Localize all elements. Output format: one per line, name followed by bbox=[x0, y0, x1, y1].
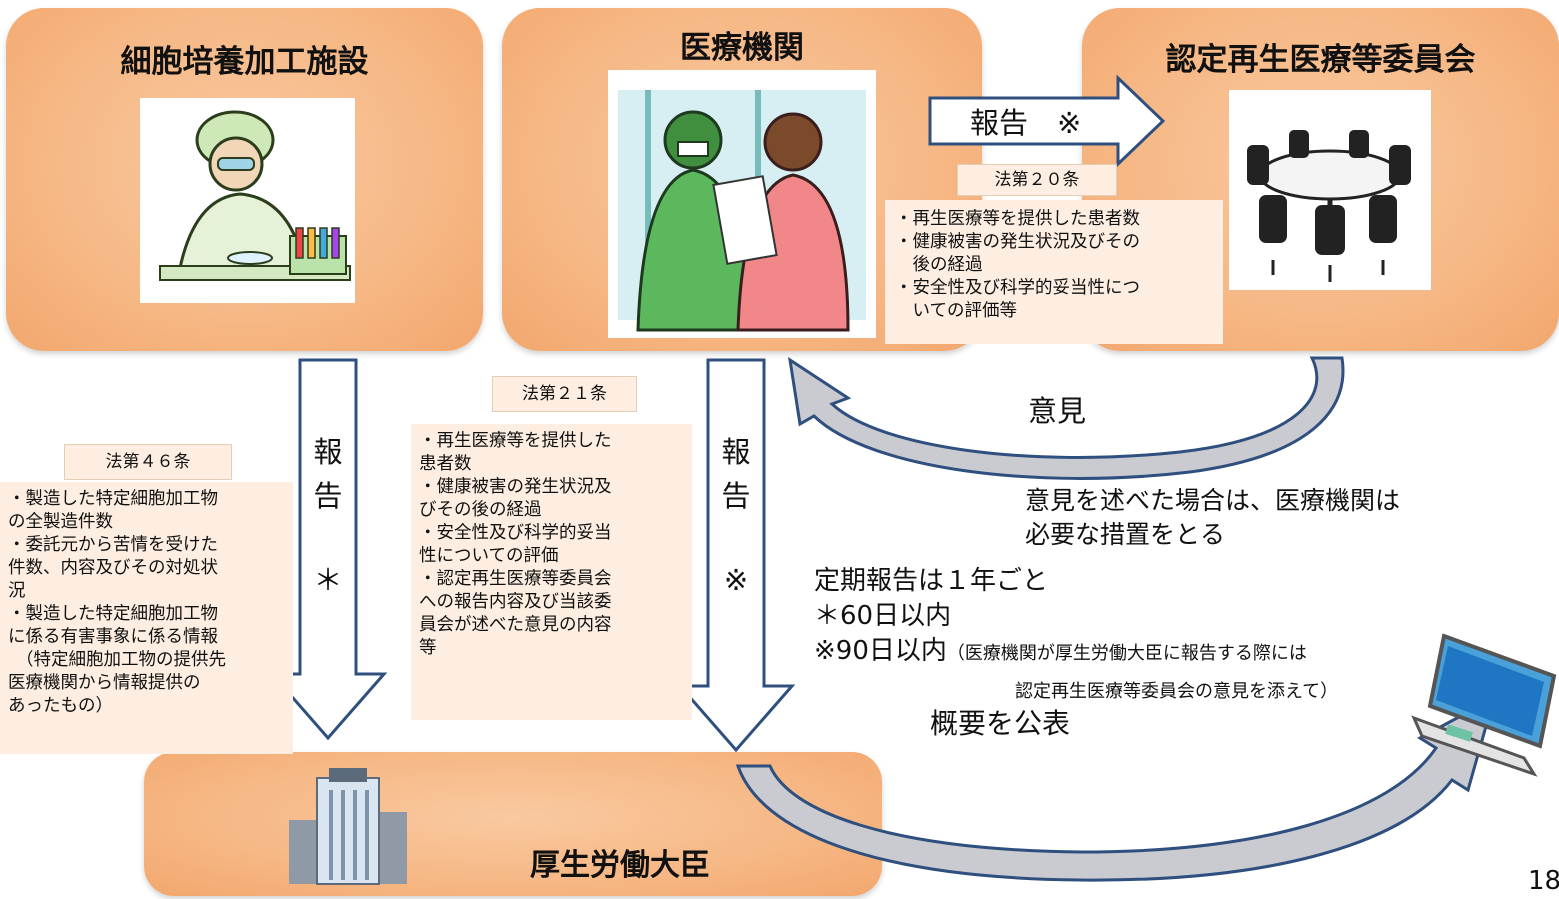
article-46-line: （特定細胞加工物の提供先 bbox=[16, 650, 226, 670]
opinion-curved-arrow bbox=[787, 356, 1345, 480]
publish-summary-label: 概要を公表 bbox=[930, 707, 1071, 740]
article-21-line: 患者数 bbox=[419, 454, 472, 474]
article-20-line: いての評価等 bbox=[895, 301, 1017, 321]
law-article-46: 法第４６条 bbox=[64, 444, 232, 480]
report-label-to-committee: 報告 ※ bbox=[970, 106, 1082, 140]
article-46-line: の全製造件数 bbox=[8, 512, 113, 532]
article-21-line: ・安全性及び科学的妥当 bbox=[419, 523, 612, 543]
medical-staff-clipart-icon bbox=[608, 70, 876, 338]
report-label-middle-char3: ※ bbox=[723, 563, 749, 597]
opinion-label: 意見 bbox=[1028, 394, 1087, 428]
article-21-line: ・再生医療等を提供した bbox=[419, 431, 612, 451]
article-21-line: ・認定再生医療等委員会 bbox=[419, 569, 612, 589]
article-21-line: ・健康被害の発生状況及 bbox=[419, 477, 612, 497]
article-46-line: 医療機関から情報提供の bbox=[8, 673, 201, 693]
article-46-line: ・委託元から苦情を受けた bbox=[8, 535, 218, 555]
article-20-line: 後の経過 bbox=[895, 255, 983, 275]
report-arrow-facility-to-minister bbox=[268, 358, 388, 741]
article-46-note: ・製造した特定細胞加工物 の全製造件数 ・委託元から苦情を受けた 件数、内容及び… bbox=[0, 482, 293, 754]
report-label-middle-char2: 告 bbox=[721, 479, 751, 513]
periodic-line3-paren2: 認定再生医療等委員会の意見を添えて） bbox=[1015, 681, 1339, 702]
article-20-line: ・安全性及び科学的妥当性につ bbox=[895, 278, 1140, 298]
article-21-note: ・再生医療等を提供した 患者数 ・健康被害の発生状況及 びその後の経過 ・安全性… bbox=[411, 424, 692, 720]
report-label-left-char3: ＊ bbox=[313, 563, 343, 597]
page-number: 18 bbox=[1528, 866, 1559, 896]
opinion-note-line2: 必要な措置をとる bbox=[1025, 520, 1226, 549]
periodic-line2: ＊60日以内 bbox=[814, 601, 952, 631]
laptop-icon bbox=[1408, 628, 1558, 778]
article-46-line: 件数、内容及びその対処状 bbox=[8, 558, 218, 578]
article-46-line: あったもの） bbox=[8, 696, 113, 716]
scientist-clipart-icon bbox=[140, 98, 355, 303]
opinion-note-line1: 意見を述べた場合は、医療機関は bbox=[1025, 486, 1401, 515]
article-21-line: への報告内容及び当該委 bbox=[419, 592, 612, 612]
article-46-line: ・製造した特定細胞加工物 bbox=[8, 604, 218, 624]
cell-facility-title: 細胞培養加工施設 bbox=[120, 44, 369, 80]
article-21-line: びその後の経過 bbox=[419, 500, 542, 520]
periodic-line3-main: ※90日以内 bbox=[814, 636, 947, 666]
report-label-left-char1: 報 bbox=[313, 435, 343, 469]
opinion-note: 意見を述べた場合は、医療機関は 必要な措置をとる bbox=[1025, 484, 1400, 552]
article-21-line: 等 bbox=[419, 638, 437, 658]
periodic-line3: ※90日以内（医療機関が厚生労働大臣に報告する際には bbox=[814, 634, 1307, 671]
medical-institution-title: 医療機関 bbox=[680, 30, 804, 66]
office-building-icon bbox=[283, 762, 413, 888]
article-20-line: ・再生医療等を提供した患者数 bbox=[895, 209, 1140, 229]
report-arrow-medical-to-minister bbox=[676, 358, 796, 753]
article-21-line: 性についての評価 bbox=[419, 546, 559, 566]
report-label-left: 報 告 ＊ bbox=[300, 430, 356, 602]
meeting-table-clipart-icon bbox=[1229, 90, 1431, 290]
report-label-middle-char1: 報 bbox=[721, 435, 751, 469]
publish-curved-arrow bbox=[735, 694, 1497, 882]
minister-title: 厚生労働大臣 bbox=[530, 848, 710, 883]
article-46-line: ・製造した特定細胞加工物 bbox=[8, 489, 218, 509]
article-21-line: 員会が述べた意見の内容 bbox=[419, 615, 612, 635]
report-arrow-to-committee bbox=[928, 74, 1166, 168]
article-20-line: ・健康被害の発生状況及びその bbox=[895, 232, 1140, 252]
article-46-line: 況 bbox=[8, 581, 26, 601]
article-20-note: ・再生医療等を提供した患者数 ・健康被害の発生状況及びその 後の経過 ・安全性及… bbox=[885, 200, 1223, 344]
report-label-left-char2: 告 bbox=[313, 479, 343, 513]
report-label-middle: 報 告 ※ bbox=[708, 430, 764, 602]
periodic-line1: 定期報告は１年ごと bbox=[814, 566, 1049, 596]
law-article-20: 法第２０条 bbox=[957, 164, 1117, 196]
article-46-line: に係る有害事象に係る情報 bbox=[8, 627, 218, 647]
law-article-21: 法第２１条 bbox=[492, 376, 637, 412]
periodic-report-info: 定期報告は１年ごと ＊60日以内 ※90日以内（医療機関が厚生労働大臣に報告する… bbox=[814, 564, 1307, 671]
committee-title: 認定再生医療等委員会 bbox=[1165, 42, 1476, 78]
periodic-line3-paren1: （医療機関が厚生労働大臣に報告する際には bbox=[946, 643, 1307, 664]
